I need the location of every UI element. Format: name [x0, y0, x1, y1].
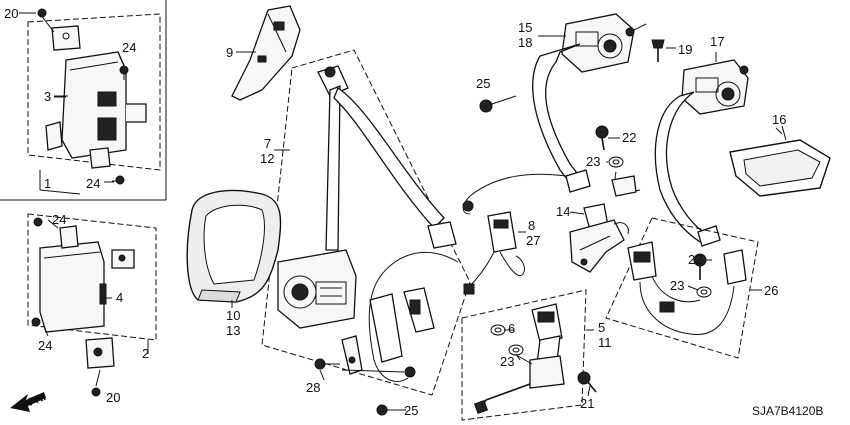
callout-6: 6	[508, 321, 515, 336]
callout-labels: 20 24 3 1 24 24 4 24 2 20 9 7 12 10 13 2…	[4, 6, 823, 418]
bolt-22-icon	[693, 253, 707, 280]
washer-23-icon	[608, 156, 624, 168]
screw-20-icon	[91, 369, 101, 397]
callout-27: 27	[526, 233, 540, 248]
bolt-24-icon	[119, 65, 129, 80]
screw-20-icon	[24, 8, 47, 18]
callout-23: 23	[500, 354, 514, 369]
callout-19: 19	[678, 42, 692, 57]
buckle-harness-center	[341, 252, 459, 382]
callout-15: 15	[518, 20, 532, 35]
buckle-14	[569, 203, 629, 273]
callout-16: 16	[772, 112, 786, 127]
leader-lines	[19, 12, 783, 411]
callout-20: 20	[4, 6, 18, 21]
callout-12: 12	[260, 151, 274, 166]
tray-16	[729, 125, 831, 197]
callout-3: 3	[44, 89, 51, 104]
washer-6-icon	[490, 324, 506, 336]
buckle-8	[463, 211, 525, 295]
callout-5: 5	[598, 320, 605, 335]
callout-13: 13	[226, 323, 240, 338]
callout-7: 7	[264, 136, 271, 151]
washer-23-icon	[696, 286, 712, 298]
callout-26: 26	[764, 283, 778, 298]
bolt-24-icon	[31, 317, 41, 327]
rear-buckle-group-26	[605, 217, 759, 359]
callout-18: 18	[518, 35, 532, 50]
bolt-19-icon	[651, 39, 665, 62]
bolt-25-icon	[479, 95, 517, 113]
callout-24: 24	[86, 176, 100, 191]
callout-28: 28	[306, 380, 320, 395]
callout-17: 17	[710, 34, 724, 49]
callout-8: 8	[528, 218, 535, 233]
wire-harness	[462, 173, 567, 215]
seat-belt-cover-10	[186, 189, 282, 303]
buckle-cable-group-5	[461, 289, 597, 421]
callout-25: 25	[404, 403, 418, 418]
bolt-24-icon	[33, 217, 43, 227]
front-seat-belt-group	[261, 49, 471, 416]
bolt-24-lower-icon	[112, 175, 125, 185]
callout-20: 20	[106, 390, 120, 405]
buckle-cable	[479, 383, 531, 409]
retractor-7	[277, 249, 357, 329]
trim-cover-9	[231, 5, 301, 101]
callout-22: 22	[688, 252, 702, 267]
bolt-21-icon	[577, 371, 597, 393]
rear-belt-retractor-17	[651, 39, 749, 247]
bolt-22-icon	[595, 125, 609, 151]
callout-1: 1	[44, 176, 51, 191]
callout-24: 24	[52, 212, 66, 227]
callout-25: 25	[476, 76, 490, 91]
callout-23: 23	[586, 154, 600, 169]
diagram-code: SJA7B4120B	[752, 404, 823, 418]
callout-4: 4	[116, 290, 123, 305]
callout-10: 10	[226, 308, 240, 323]
control-unit-group-1	[24, 8, 161, 195]
bolt-25-icon	[376, 404, 400, 416]
callout-22: 22	[622, 130, 636, 145]
callout-11: 11	[598, 335, 612, 350]
bolt-28-icon	[314, 358, 340, 370]
control-unit-group-2	[27, 213, 157, 397]
callout-2: 2	[142, 346, 149, 361]
front-direction-arrow-icon	[10, 392, 46, 412]
washer-23-icon	[508, 344, 524, 356]
callout-21: 21	[580, 396, 594, 411]
callout-23: 23	[670, 278, 684, 293]
rear-belt-retractor-15	[479, 13, 647, 193]
callout-9: 9	[226, 45, 233, 60]
callout-14: 14	[556, 204, 570, 219]
callout-24: 24	[38, 338, 52, 353]
callout-24: 24	[122, 40, 136, 55]
control-unit-4	[39, 241, 105, 333]
